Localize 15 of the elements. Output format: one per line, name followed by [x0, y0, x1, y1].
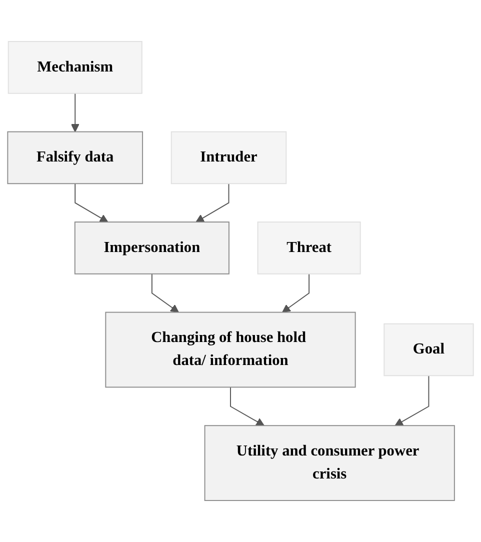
node-box [257, 222, 361, 274]
node-box [7, 131, 144, 184]
node-box [105, 312, 356, 388]
node-box [204, 425, 455, 501]
arrow [70, 92, 80, 132]
arrow [151, 273, 179, 313]
node-box [74, 222, 230, 274]
arrow [230, 386, 264, 426]
arrow [74, 183, 108, 222]
node-box [170, 131, 287, 184]
arrow [196, 183, 230, 222]
node-box [384, 323, 474, 376]
node-box [8, 41, 142, 94]
arrow [282, 273, 310, 313]
arrow [394, 375, 430, 426]
